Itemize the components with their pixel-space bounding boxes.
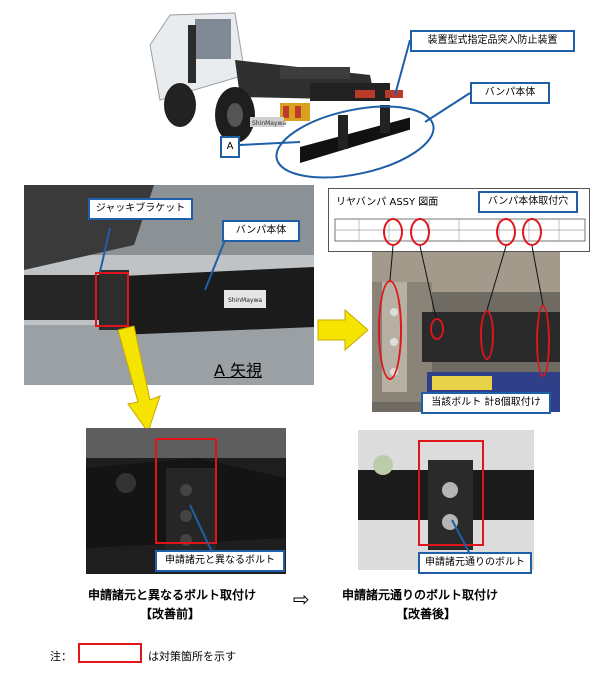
transition-arrow-icon: ⇨ [293,587,310,611]
before-highlight [155,438,217,544]
drawing-hole-3 [496,218,516,246]
after-photo [358,430,534,570]
view-marker-a: A [220,136,240,158]
bumper-left-callout: バンパ本体 [222,220,300,242]
before-photo [86,428,286,574]
after-highlight [418,440,484,546]
before-title: 申請諸元と異なるボルト取付け [88,588,257,602]
truck-brand-text: ShinMaywa [252,120,286,127]
bumper-top-callout: バンパ本体 [470,82,550,104]
drawing-hole-4 [522,218,542,246]
drawing-title: リヤバンパ ASSY 図面 [336,197,439,208]
note-legend-box [78,643,142,663]
note-text: は対策箇所を示す [148,650,236,663]
after-sub: 【改善後】 [396,607,457,621]
photo-bolt-1 [378,280,402,380]
truck-photo: ShinMaywa [140,5,410,175]
bumper-highlight-ellipse [0,0,600,200]
photo-bolt-4 [536,305,550,377]
mount-holes-callout: バンパ本体取付穴 [478,191,578,213]
bolts-total-callout: 当該ボルト 計8個取付け [421,392,551,414]
after-title: 申請諸元通りのボルト取付け [342,588,499,602]
drawing-hole-1 [383,218,403,246]
drawing-hole-2 [410,218,430,246]
photo-bolt-3 [480,310,494,360]
device-title-callout: 装置型式指定品突入防止装置 [410,30,575,52]
brand-plate-text: ShinMaywa [228,297,262,304]
photo-bolt-2 [430,318,444,340]
jack-bracket-callout: ジャッキブラケット [88,198,193,220]
bolts-different-callout: 申請諸元と異なるボルト [155,550,285,572]
bolts-spec-callout: 申請諸元通りのボルト [418,552,532,574]
note-prefix: 注： [50,650,72,663]
before-sub: 【改善前】 [140,607,201,621]
left-photo-leaders [0,180,600,330]
view-a-label: A 矢視 [214,361,263,380]
bolt-area-highlight [95,272,129,327]
